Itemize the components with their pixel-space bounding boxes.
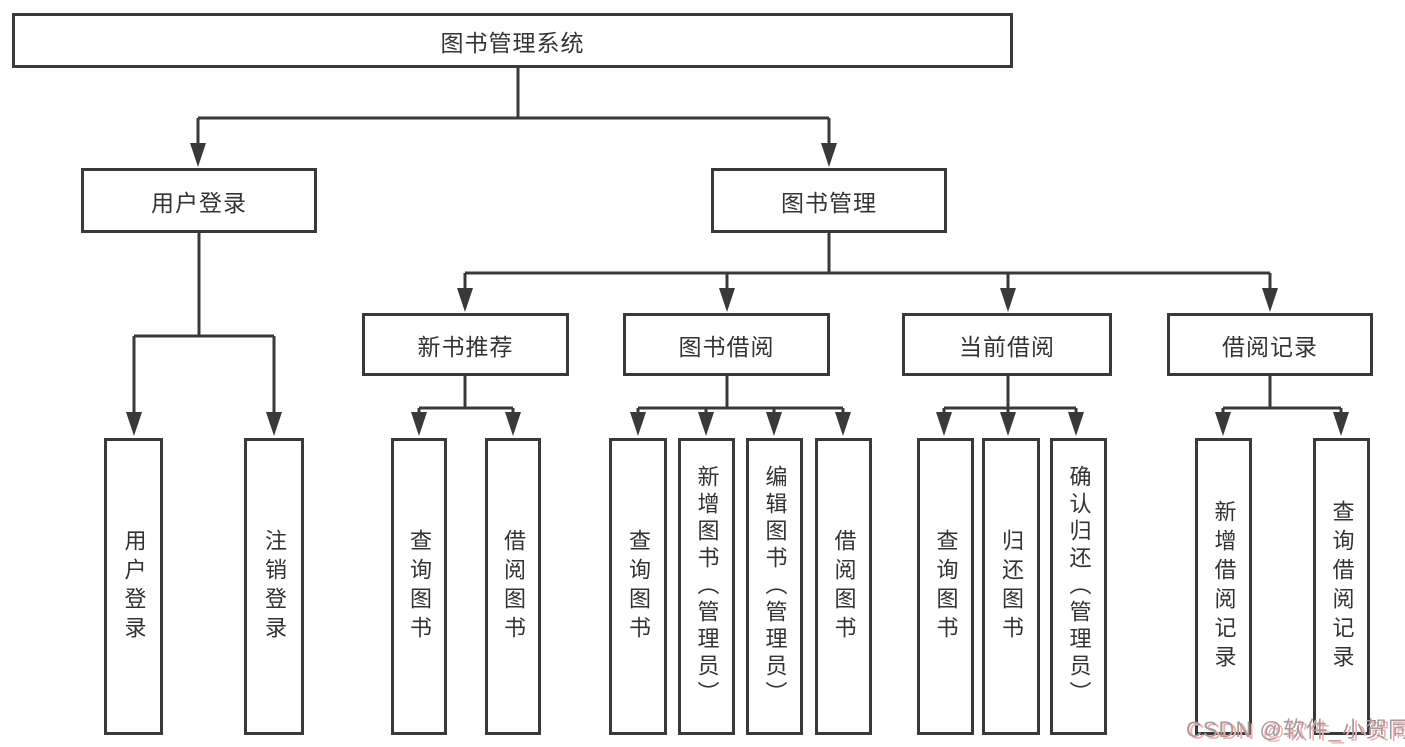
node-book-management: 图书管理	[711, 168, 947, 233]
csdn-watermark: CSDN @软件_小贺同学	[1186, 717, 1405, 742]
leaf-logout: 注销登录	[244, 438, 304, 735]
leaf-user-login: 用户登录	[104, 438, 163, 735]
leaf-current-query-books-label: 查询图书	[933, 528, 959, 645]
node-borrowing-records: 借阅记录	[1167, 313, 1373, 376]
leaf-records-query-record: 查询借阅记录	[1313, 438, 1370, 735]
leaf-recommend-borrow-books: 借阅图书	[485, 438, 541, 735]
leaf-borrowing-edit-books-admin-label: 编辑图书（管理员）	[762, 465, 788, 708]
leaf-recommend-query-books-label: 查询图书	[407, 528, 432, 645]
node-new-book-recommend-label: 新书推荐	[417, 333, 514, 360]
leaf-records-add-record-label: 新增借阅记录	[1211, 499, 1237, 674]
leaf-records-query-record-label: 查询借阅记录	[1329, 499, 1355, 674]
node-current-borrowing: 当前借阅	[902, 313, 1112, 376]
node-book-borrowing-label: 图书借阅	[678, 333, 775, 360]
node-borrowing-records-label: 借阅记录	[1222, 333, 1318, 360]
node-user-login-label: 用户登录	[151, 189, 247, 216]
leaf-recommend-query-books: 查询图书	[391, 438, 447, 735]
leaf-current-confirm-return-admin-label: 确认归还（管理员）	[1066, 465, 1092, 708]
leaf-borrowing-add-books-admin-label: 新增图书（管理员）	[694, 465, 720, 708]
leaf-borrowing-edit-books-admin: 编辑图书（管理员）	[746, 438, 803, 735]
leaf-current-return-books-label: 归还图书	[999, 528, 1024, 645]
node-book-management-label: 图书管理	[781, 189, 877, 216]
leaf-logout-label: 注销登录	[262, 528, 287, 645]
leaf-user-login-label: 用户登录	[121, 528, 147, 645]
leaf-borrowing-query-books: 查询图书	[609, 438, 667, 735]
node-current-borrowing-label: 当前借阅	[959, 333, 1055, 360]
node-user-login: 用户登录	[81, 168, 317, 233]
root-node-label: 图书管理系统	[440, 29, 585, 56]
leaf-borrowing-borrow-books-label: 借阅图书	[831, 528, 857, 645]
leaf-current-query-books: 查询图书	[917, 438, 974, 735]
node-book-borrowing: 图书借阅	[623, 313, 830, 376]
leaf-current-confirm-return-admin: 确认归还（管理员）	[1050, 438, 1107, 735]
root-node-library-system: 图书管理系统	[12, 13, 1013, 68]
leaf-borrowing-query-books-label: 查询图书	[626, 528, 651, 645]
leaf-borrowing-borrow-books: 借阅图书	[815, 438, 872, 735]
leaf-recommend-borrow-books-label: 借阅图书	[501, 528, 526, 645]
leaf-current-return-books: 归还图书	[982, 438, 1040, 735]
leaf-borrowing-add-books-admin: 新增图书（管理员）	[678, 438, 735, 735]
node-new-book-recommend: 新书推荐	[362, 313, 569, 376]
leaf-records-add-record: 新增借阅记录	[1195, 438, 1252, 735]
